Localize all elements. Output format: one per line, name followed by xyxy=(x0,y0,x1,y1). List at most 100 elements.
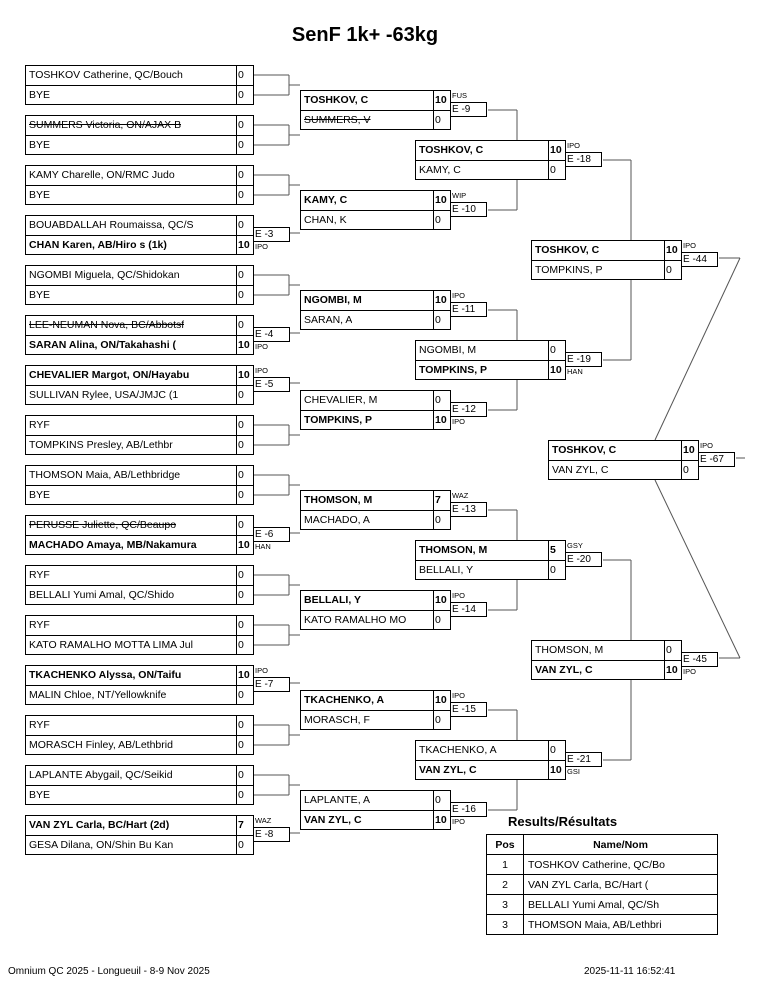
competitor-score: 10 xyxy=(433,91,450,111)
competitor-score: 0 xyxy=(236,836,253,855)
competitor-name: TKACHENKO, A xyxy=(304,694,385,706)
competitor-row[interactable]: CHAN Karen, AB/Hiro s (1k)10 xyxy=(26,235,253,255)
competitor-row[interactable]: VAN ZYL Carla, BC/Hart (2d)7 xyxy=(26,816,253,836)
match-number-box: E -44 xyxy=(681,252,718,267)
competitor-name: TOMPKINS, P xyxy=(419,364,488,376)
footer-timestamp: 2025-11-11 16:52:41 xyxy=(584,966,676,977)
competitor-row[interactable]: SARAN Alina, ON/Takahashi (10 xyxy=(26,335,253,355)
competitor-score: 0 xyxy=(236,616,253,636)
